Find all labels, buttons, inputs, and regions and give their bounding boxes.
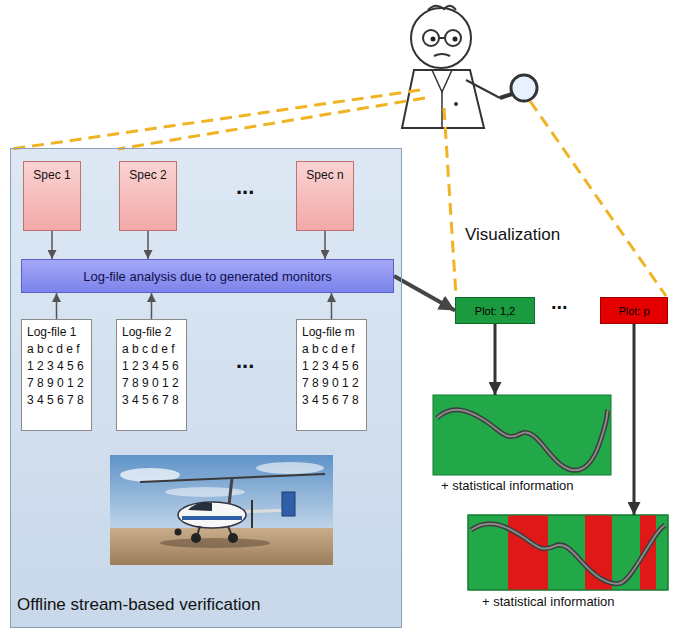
node-title: Plot: p — [618, 305, 649, 317]
wheel — [191, 533, 201, 543]
glasses-bridge — [439, 37, 445, 39]
analysis-bar: Log-file analysis due to generated monit… — [21, 259, 394, 293]
node-text: 3 4 5 6 7 8 — [27, 392, 84, 409]
node-title: + statistical information — [441, 478, 574, 493]
node-title: Plot: 1,2 — [475, 305, 515, 317]
coat-button — [454, 102, 458, 106]
canopy — [188, 502, 212, 511]
log-file-box: Log-file 1a b c d e f1 2 3 4 5 67 8 9 0 … — [21, 319, 92, 431]
glasses — [423, 30, 439, 46]
node-text: 1 2 3 4 5 6 — [122, 358, 179, 375]
photo-cloud — [256, 462, 324, 474]
chart-curve — [471, 524, 665, 584]
coat-seam — [441, 92, 443, 128]
flow-arrow — [147, 231, 149, 259]
node-title: Log-file analysis due to generated monit… — [83, 269, 332, 284]
panel-fill — [10, 148, 402, 628]
log-file-box: Log-file 2a b c d e f1 2 3 4 5 67 8 9 0 … — [116, 319, 187, 431]
node-text: 7 8 9 0 1 2 — [302, 375, 359, 392]
log-file-box: Log-file ma b c d e f1 2 3 4 5 67 8 9 0 … — [296, 319, 367, 431]
flow-arrow — [151, 293, 153, 319]
spec-box: Spec n — [296, 161, 354, 231]
chart-panel: + statistical information — [468, 515, 668, 620]
sight-line — [118, 98, 425, 149]
eye — [431, 37, 436, 42]
plot-chart — [433, 395, 611, 475]
node-title: Spec 1 — [33, 168, 70, 182]
node-text: 7 8 9 0 1 2 — [27, 375, 84, 392]
flow-arrow — [331, 293, 333, 319]
plot-chart — [468, 515, 668, 590]
node-title: + statistical information — [482, 594, 615, 609]
chart-area — [468, 515, 668, 590]
chart-curve — [437, 410, 608, 471]
plot-box: Plot: p — [600, 297, 668, 324]
flow-arrow — [51, 231, 53, 259]
sight-line — [530, 101, 666, 296]
scientist-figure — [402, 6, 537, 128]
coat-collar — [432, 70, 452, 92]
magnifier-glass — [511, 75, 537, 101]
eye — [453, 37, 458, 42]
node-title: Log-file 1 — [27, 324, 76, 341]
fuselage-stripe — [182, 516, 242, 520]
rotor-mast — [229, 478, 232, 505]
photo-sky — [110, 455, 333, 565]
verification-panel: Offline stream-based verification Spec 1 S… — [10, 148, 402, 628]
gyrocopter-photo — [110, 455, 333, 565]
photo-ground — [110, 528, 333, 565]
chart-border — [468, 515, 668, 590]
photo-cloud — [165, 487, 245, 497]
chart-panel: + statistical information — [433, 395, 611, 500]
sight-line — [12, 90, 420, 149]
photo-shadow — [160, 538, 270, 548]
ellipsis-label: ... — [551, 291, 568, 314]
flow-arrow — [56, 293, 58, 319]
node-text: 3 4 5 6 7 8 — [122, 392, 179, 409]
wheel — [175, 529, 182, 536]
node-text: a b c d e f — [27, 341, 80, 358]
node-text: 1 2 3 4 5 6 — [302, 358, 359, 375]
propeller — [251, 500, 253, 528]
ellipsis-label: ... — [236, 174, 254, 200]
spec-box: Spec 2 — [119, 161, 177, 231]
sight-lines — [12, 90, 666, 296]
flow-arrow — [494, 324, 497, 395]
mouth — [434, 54, 450, 56]
violation-band — [508, 515, 548, 590]
flow-arrow — [394, 276, 455, 311]
tail-fin — [282, 492, 295, 516]
arm — [466, 80, 500, 98]
fuselage — [178, 502, 246, 528]
node-text: 3 4 5 6 7 8 — [302, 392, 359, 409]
magnifier-handle — [500, 94, 512, 98]
plot-box: Plot: 1,2 — [455, 297, 535, 324]
chart-area — [433, 395, 611, 475]
node-title: Offline stream-based verification — [17, 595, 260, 615]
node-title: Spec 2 — [129, 168, 166, 182]
head — [411, 8, 471, 68]
node-text: 7 8 9 0 1 2 — [122, 375, 179, 392]
node-title: Log-file 2 — [122, 324, 171, 341]
wheel — [228, 533, 238, 543]
chart-curve — [471, 524, 665, 584]
hair — [428, 6, 456, 10]
glasses — [445, 30, 461, 46]
chart-curve — [437, 410, 608, 471]
node-title: Log-file m — [302, 324, 355, 341]
flow-arrow — [633, 324, 636, 515]
node-text: a b c d e f — [122, 341, 175, 358]
spec-box: Spec 1 — [23, 161, 81, 231]
node-text: 1 2 3 4 5 6 — [27, 358, 84, 375]
sight-line — [444, 108, 456, 296]
ellipsis-label: ... — [236, 348, 254, 374]
section-heading: Visualization — [465, 225, 560, 245]
flow-arrow — [324, 231, 326, 259]
node-text: a b c d e f — [302, 341, 355, 358]
node-title: Spec n — [306, 168, 343, 182]
